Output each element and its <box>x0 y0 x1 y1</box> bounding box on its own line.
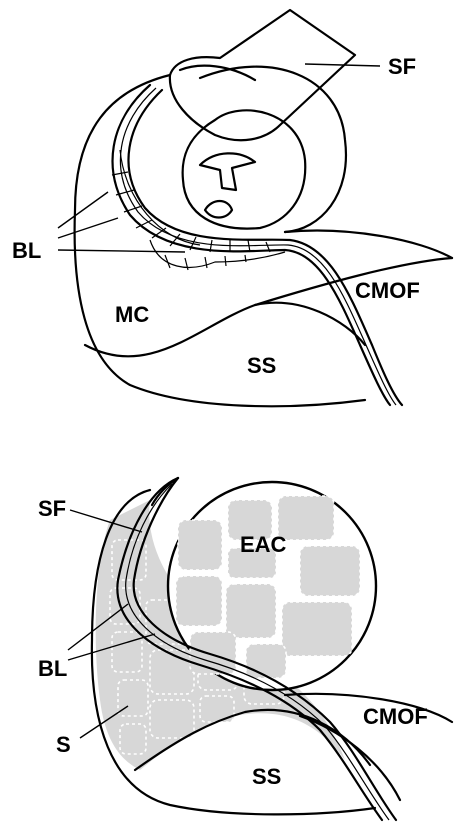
top-cell-band <box>112 150 285 270</box>
bottom-label-bl: BL <box>38 656 67 681</box>
top-bl-leader-1 <box>58 192 108 228</box>
top-housing-inner <box>183 110 306 228</box>
bottom-label-sf: SF <box>38 496 66 521</box>
top-label-sf: SF <box>388 54 416 79</box>
bottom-label-ss: SS <box>252 764 281 789</box>
top-label-mc: MC <box>115 302 149 327</box>
top-housing <box>200 67 346 232</box>
top-bl-leader-3 <box>58 250 185 252</box>
bottom-panel: SF EAC BL CMOF S SS <box>38 478 452 820</box>
top-small-mark <box>205 201 232 218</box>
top-panel: SF BL CMOF MC SS <box>12 10 452 406</box>
bottom-label-s: S <box>56 732 71 757</box>
top-sf-tube <box>170 10 355 140</box>
bottom-eac-cells <box>176 496 360 678</box>
top-keyhole-mark <box>200 153 255 190</box>
top-label-cmof: CMOF <box>355 278 420 303</box>
top-label-ss: SS <box>247 353 276 378</box>
top-label-bl: BL <box>12 238 41 263</box>
bottom-label-eac: EAC <box>240 532 287 557</box>
top-sf-leader <box>305 64 380 66</box>
bottom-label-cmof: CMOF <box>363 704 428 729</box>
top-cmof-lower <box>255 258 452 305</box>
